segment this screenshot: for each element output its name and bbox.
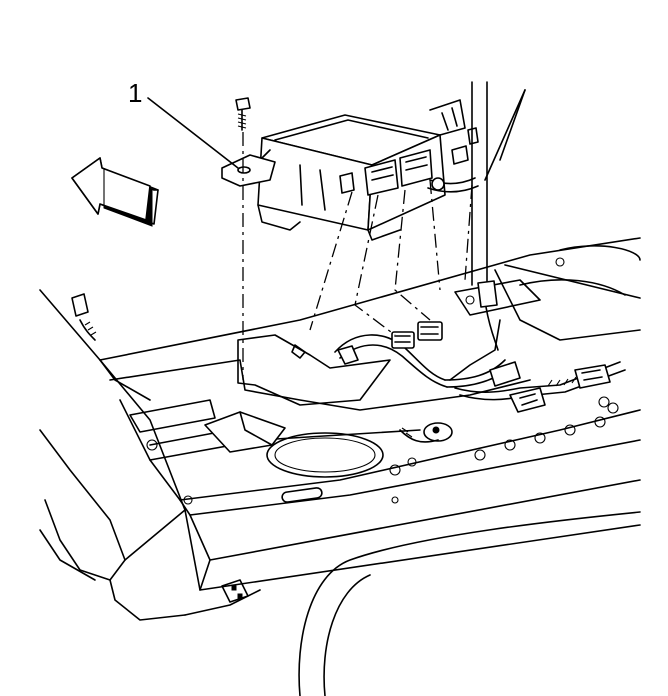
wiring-harness (71, 293, 626, 443)
vertical-harness (467, 81, 499, 351)
floor-holes (146, 257, 606, 505)
harness-connectors (337, 321, 619, 414)
mounting-bolt (235, 97, 251, 131)
front-direction-arrow-icon (71, 157, 159, 227)
callout-1-leader (147, 97, 239, 169)
sensing-diagnostic-module (221, 99, 479, 241)
floor-pan (39, 237, 641, 696)
callout-label-1: 1 (128, 78, 143, 108)
alignment-lines (242, 89, 526, 380)
mounting-bracket (237, 334, 391, 406)
